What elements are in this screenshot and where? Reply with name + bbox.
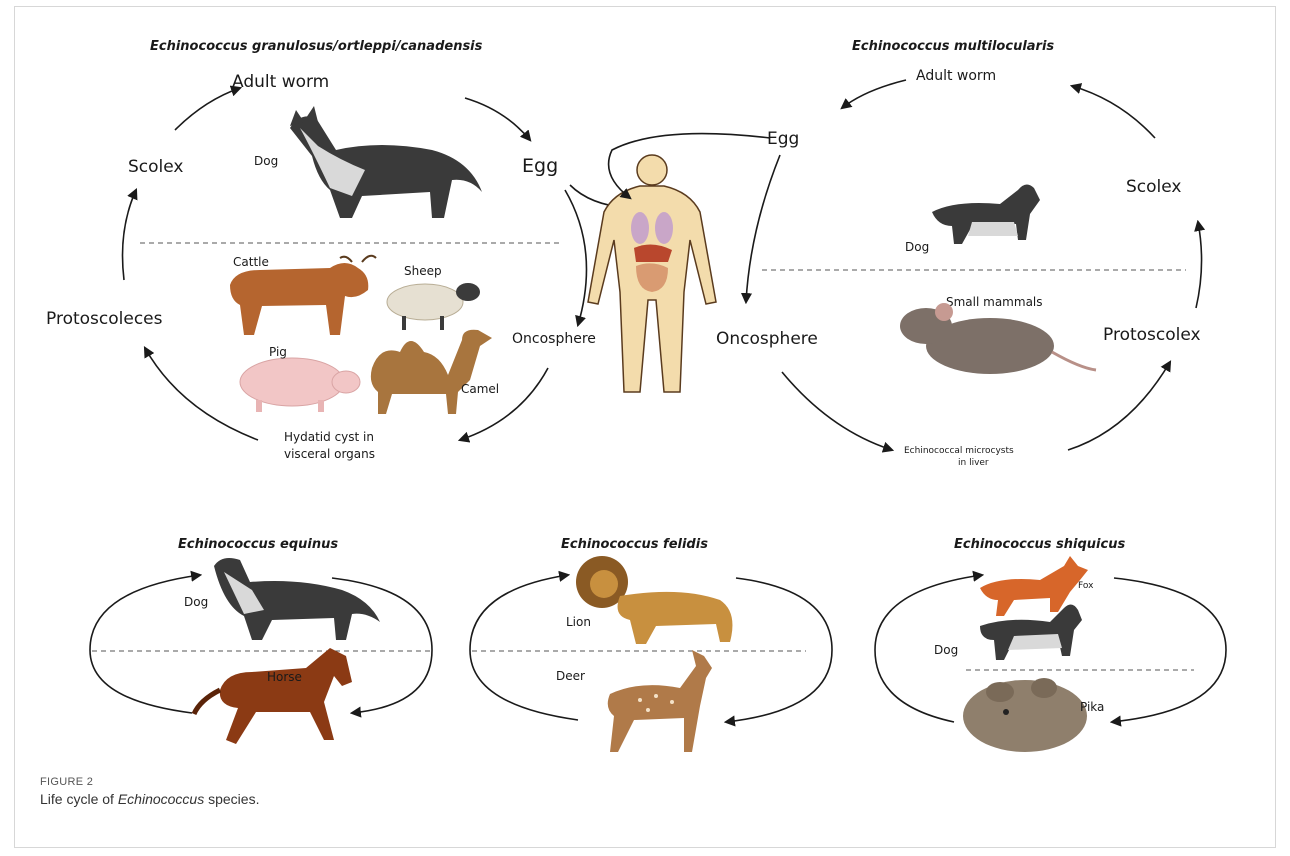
dog-label: Dog (905, 240, 929, 254)
arrow-adult-to-egg (842, 80, 906, 108)
deer-label: Deer (556, 669, 585, 683)
horse-image (194, 648, 352, 744)
caption-text-before: Life cycle of (40, 791, 118, 807)
cattle-label: Cattle (233, 255, 269, 269)
arrow-cyst-to-protoscoleces (145, 348, 258, 440)
panel-title: Echinococcus shiquicus (954, 537, 1125, 552)
pig-label: Pig (269, 345, 287, 359)
dog-image (932, 184, 1040, 244)
protoscolex-label: Protoscolex (1103, 325, 1201, 345)
pika-label: Pika (1080, 700, 1104, 714)
fox-label: Fox (1078, 581, 1094, 591)
lion-image (576, 556, 732, 644)
egg-label: Egg (767, 129, 799, 149)
protoscoleces-label: Protoscoleces (46, 309, 163, 329)
hydatid-label-1: Hydatid cyst in (284, 430, 374, 444)
arrow-protoscoleces-to-scolex (123, 190, 137, 280)
oncosphere-label: Oncosphere (716, 329, 818, 349)
panel-title: Echinococcus multilocularis (852, 39, 1054, 54)
horse-label: Horse (267, 670, 302, 684)
dog-image (214, 558, 380, 640)
caption-text-italic: Echinococcus (118, 791, 204, 807)
microcysts-label-2: in liver (958, 458, 989, 468)
small-mammals-label: Small mammals (946, 295, 1043, 309)
dog-image (980, 604, 1082, 660)
arrow-microcysts-to-protoscolex (1068, 362, 1170, 450)
dog-label: Dog (934, 643, 958, 657)
oncosphere-label: Oncosphere (512, 331, 596, 347)
arrow-oncosphere-to-cyst (460, 368, 548, 440)
panel-title: Echinococcus granulosus/ortleppi/canaden… (150, 39, 483, 54)
microcysts-label-1: Echinococcal microcysts (904, 446, 1014, 456)
hydatid-label-2: visceral organs (284, 447, 375, 461)
arrow-lion-to-deer (726, 578, 832, 722)
arrow-adult-to-egg (465, 98, 530, 140)
figure-caption: FIGURE 2 Life cycle of Echinococcus spec… (40, 776, 259, 807)
adult-worm-label: Adult worm (916, 68, 996, 84)
scolex-label: Scolex (1126, 177, 1181, 197)
figure-caption-text: Life cycle of Echinococcus species. (40, 791, 259, 807)
panel-shiquicus: Echinococcus shiquicus Fox Dog Pika (875, 537, 1226, 752)
pika-image (963, 678, 1087, 752)
camel-image (371, 330, 492, 414)
panel-title: Echinococcus equinus (178, 537, 338, 552)
dog-label: Dog (254, 154, 278, 168)
arrow-scolex-to-adult (175, 88, 240, 130)
pig-image (240, 358, 360, 412)
arrow-protoscolex-to-scolex (1196, 222, 1202, 308)
camel-label: Camel (461, 382, 499, 396)
sheep-label: Sheep (404, 264, 442, 278)
deer-image (608, 650, 712, 752)
arrow-pika-to-dog (875, 575, 982, 722)
dog-label: Dog (184, 595, 208, 609)
human-figure (588, 155, 716, 392)
panel-granulosus: Echinococcus granulosus/ortleppi/canaden… (46, 39, 628, 461)
adult-worm-label: Adult worm (232, 72, 329, 92)
arrow-egg-to-oncosphere (565, 190, 586, 325)
panel-felidis: Echinococcus felidis Lion Deer (470, 537, 832, 752)
scolex-label: Scolex (128, 157, 183, 177)
figure-label: FIGURE 2 (40, 776, 259, 788)
lion-label: Lion (566, 615, 591, 629)
caption-text-after: species. (204, 791, 259, 807)
life-cycle-diagram: Echinococcus granulosus/ortleppi/canaden… (0, 0, 1290, 770)
panel-equinus: Echinococcus equinus Dog Horse (90, 537, 432, 744)
sheep-image (387, 283, 480, 330)
arrow-deer-to-lion (470, 575, 578, 720)
arrow-egg-to-oncosphere (746, 155, 780, 302)
panel-title: Echinococcus felidis (561, 537, 708, 552)
arrow-dog-to-pika (1112, 578, 1226, 722)
arrow-scolex-to-adult (1072, 86, 1155, 138)
dog-image (290, 106, 482, 218)
arrow-oncosphere-to-microcysts (782, 372, 892, 450)
small-mammal-image (900, 303, 1096, 374)
egg-label: Egg (522, 155, 558, 177)
